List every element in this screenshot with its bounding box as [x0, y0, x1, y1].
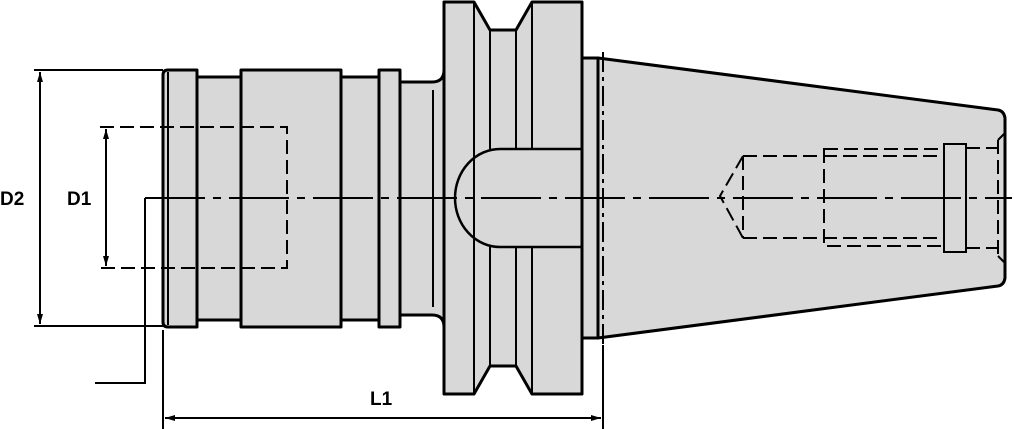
- d1-label: D1: [67, 189, 92, 210]
- hidden-bore: [100, 126, 288, 269]
- d2-label: D2: [0, 189, 24, 210]
- leader-line: [95, 198, 146, 384]
- l1-label: L1: [370, 389, 393, 410]
